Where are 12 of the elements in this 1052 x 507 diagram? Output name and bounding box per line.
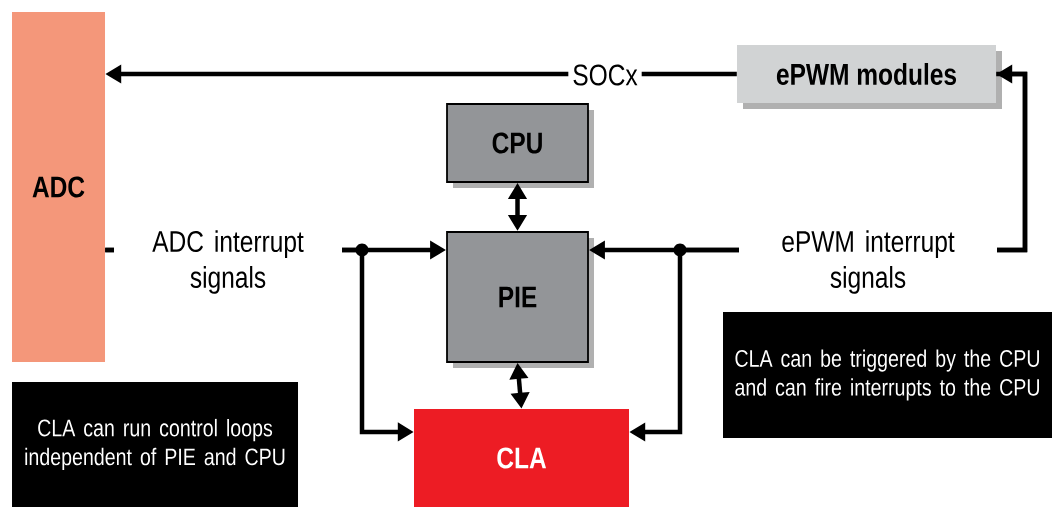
process-box: CLA [414, 409, 629, 507]
edge-label: ePWM interrupt signals [739, 228, 997, 296]
junction-dot [673, 243, 687, 257]
note-box: CLA can be triggered by the CPU and can fire interrupts to the CPU [723, 312, 1052, 438]
module-box: ePWM modules [737, 45, 1002, 109]
note-box: CLA can run control loops independent of PIE and CPU [12, 382, 298, 507]
edge-label: SOCx [568, 62, 642, 88]
junction-dot [355, 243, 369, 257]
adc-bar: ADC [12, 12, 105, 362]
process-box: PIE [446, 231, 594, 368]
process-box: CPU [446, 103, 594, 188]
edge-label: ADC interrupt signals [114, 228, 342, 296]
